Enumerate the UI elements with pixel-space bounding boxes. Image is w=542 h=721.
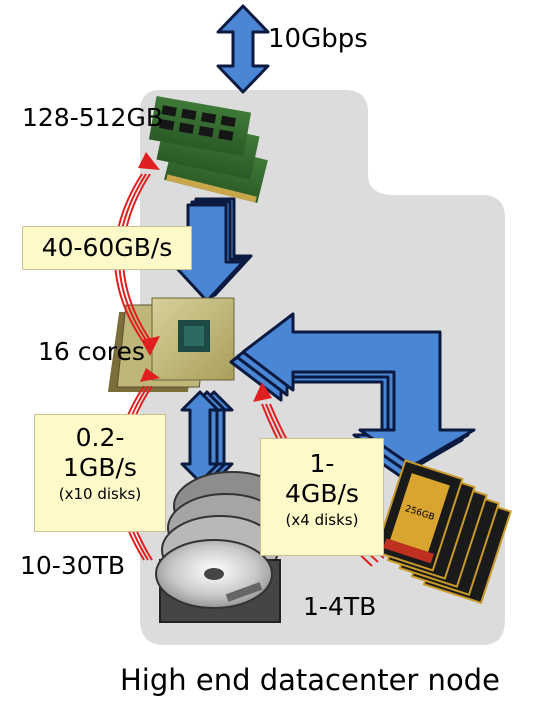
memory-capacity-label: 128-512GB (22, 103, 163, 132)
memory-bandwidth-value: 40-60GB/s (41, 233, 173, 262)
cpu-to-hdd-arrow (180, 390, 234, 484)
hdd-bandwidth-note: (x10 disks) (58, 485, 142, 503)
hdd-bandwidth-line2: 1GB/s (63, 453, 137, 482)
ssd-bandwidth-box: 1- 4GB/s (x4 disks) (260, 438, 384, 556)
memory-bandwidth-box: 40-60GB/s (22, 226, 192, 270)
ssd-bandwidth-line1: 1- (309, 449, 335, 478)
hdd-bandwidth-box: 0.2- 1GB/s (x10 disks) (34, 414, 166, 532)
network-bandwidth-label: 10Gbps (268, 24, 368, 54)
ssd-bandwidth-note: (x4 disks) (285, 511, 359, 529)
memory-module-icon (148, 95, 268, 203)
network-arrow (216, 4, 270, 94)
ssd-capacity-label: 1-4TB (303, 592, 377, 621)
cpu-cores-label: 16 cores (38, 337, 145, 366)
ssd-card-stack-icon: 256GB (374, 459, 513, 605)
ssd-bandwidth-line2: 4GB/s (285, 479, 359, 508)
diagram-caption: High end datacenter node (120, 663, 500, 697)
hdd-capacity-label: 10-30TB (20, 551, 126, 580)
hdd-bandwidth-line1: 0.2- (75, 423, 125, 452)
